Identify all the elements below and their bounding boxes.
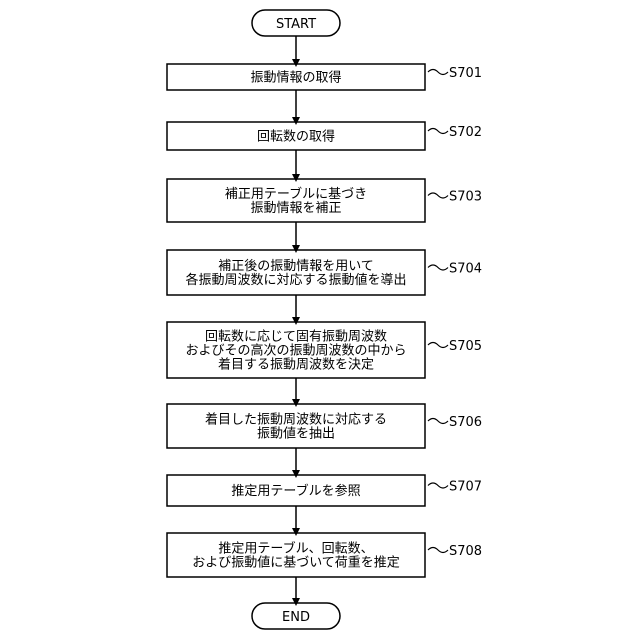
step-leader-line [428, 193, 448, 198]
step-s707: 推定用テーブルを参照 S707 [167, 475, 482, 506]
step-s704: 補正後の振動情報を用いて各振動周波数に対応する振動値を導出 S704 [167, 250, 482, 295]
step-id-label: S707 [449, 480, 482, 495]
end-label: END [282, 610, 310, 625]
step-leader-line [428, 419, 448, 424]
step-leader-line [428, 548, 448, 553]
step-id-label: S706 [449, 415, 482, 430]
steps-layer: 振動情報の取得 S701 回転数の取得 S702 補正用テーブルに基づき振動情報を補正 S… [167, 64, 482, 577]
step-leader-line [428, 129, 448, 134]
step-id-label: S701 [449, 66, 482, 81]
step-id-label: S702 [449, 125, 482, 140]
step-s706: 着目した振動周波数に対応する振動値を抽出 S706 [167, 404, 482, 448]
step-id-label: S708 [449, 544, 482, 559]
step-text-line: 振動情報を補正 [250, 201, 341, 216]
step-text-line: 振動情報の取得 [250, 70, 341, 86]
step-text-line: 推定用テーブルを参照 [231, 483, 360, 499]
step-text-line: 回転数に応じて固有振動周波数 [205, 330, 387, 345]
step-text-line: およびその高次の振動周波数の中から [185, 343, 406, 359]
start-label: START [276, 17, 316, 32]
step-text-line: 補正用テーブルに基づき [225, 186, 367, 202]
step-leader-line [428, 343, 448, 348]
step-s701: 振動情報の取得 S701 [167, 64, 482, 90]
step-s705: 回転数に応じて固有振動周波数およびその高次の振動周波数の中から着目する振動周波数… [167, 322, 482, 378]
step-text-line: 振動値を抽出 [257, 426, 335, 442]
step-text-line: 着目した振動周波数に対応する [205, 412, 387, 428]
step-s702: 回転数の取得 S702 [167, 122, 482, 150]
step-s708: 推定用テーブル、回転数、および振動値に基づいて荷重を推定 S708 [167, 533, 482, 577]
step-text-line: 着目する振動周波数を決定 [218, 357, 374, 373]
step-s703: 補正用テーブルに基づき振動情報を補正 S703 [167, 179, 482, 222]
step-text-line: 回転数の取得 [257, 129, 335, 145]
step-leader-line [428, 265, 448, 270]
step-leader-line [428, 70, 448, 75]
step-text-line: 各振動周波数に対応する振動値を導出 [185, 272, 406, 288]
step-id-label: S703 [449, 190, 482, 205]
step-id-label: S705 [449, 339, 482, 354]
step-id-label: S704 [449, 262, 482, 277]
step-text-line: 推定用テーブル、回転数、 [218, 541, 373, 557]
step-text-line: および振動値に基づいて荷重を推定 [192, 555, 400, 571]
step-text-line: 補正後の振動情報を用いて [218, 259, 374, 274]
step-leader-line [428, 483, 448, 488]
